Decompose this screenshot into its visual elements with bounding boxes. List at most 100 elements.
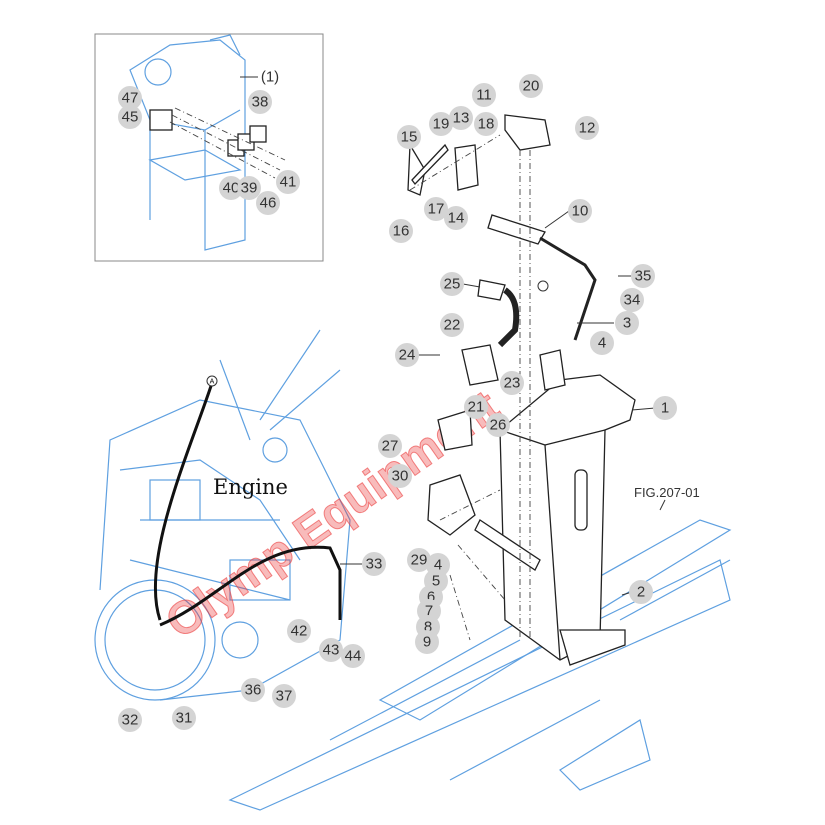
callout-circle: [362, 552, 386, 576]
callout-callouts-21[interactable]: 26: [486, 413, 510, 437]
callout-callouts-11[interactable]: 35: [631, 264, 655, 288]
callout-circle: [118, 105, 142, 129]
callout-circle: [474, 112, 498, 136]
callout-circle: [276, 170, 300, 194]
callout-callouts-16[interactable]: 4: [590, 331, 614, 355]
callout-circle: [444, 206, 468, 230]
callout-number: 45: [122, 109, 139, 126]
callout-circle: [464, 395, 488, 419]
callout-circle: [378, 434, 402, 458]
callout-number: 34: [624, 292, 641, 309]
callout-callouts-35[interactable]: 44: [341, 644, 365, 668]
callout-callouts-39[interactable]: 31: [172, 706, 196, 730]
callout-circle: [248, 90, 272, 114]
callout-circle: [118, 708, 142, 732]
throttle-cable: [153, 382, 214, 621]
callout-inset_callouts-6[interactable]: 46: [256, 191, 280, 215]
callout-callouts-31[interactable]: 9: [415, 630, 439, 654]
callout-callouts-23[interactable]: 30: [388, 464, 412, 488]
callout-callouts-14[interactable]: 3: [615, 311, 639, 335]
callout-callouts-38[interactable]: 32: [118, 708, 142, 732]
callout-circle: [590, 331, 614, 355]
callout-circle: [424, 197, 448, 221]
callout-circle: [500, 371, 524, 395]
callout-callouts-3[interactable]: 19: [429, 112, 453, 136]
callout-number: 19: [433, 116, 450, 133]
callout-number: 2: [637, 584, 645, 601]
callout-circle: [415, 630, 439, 654]
callout-callouts-17[interactable]: 24: [395, 343, 419, 367]
callout-callouts-36[interactable]: 36: [241, 678, 265, 702]
callout-callouts-12[interactable]: 34: [620, 288, 644, 312]
callout-circle: [241, 678, 265, 702]
callout-callouts-24[interactable]: 29: [407, 548, 431, 572]
callout-circle: [615, 311, 639, 335]
callout-callouts-37[interactable]: 37: [272, 684, 296, 708]
callout-callouts-19[interactable]: 21: [464, 395, 488, 419]
callout-callouts-7[interactable]: 17: [424, 197, 448, 221]
callout-callouts-1[interactable]: 11: [472, 83, 496, 107]
callout-callouts-25[interactable]: 33: [362, 552, 386, 576]
callout-circle: [397, 125, 421, 149]
callout-number: 35: [635, 268, 652, 285]
callout-callouts-18[interactable]: 23: [500, 371, 524, 395]
callout-callouts-2[interactable]: 12: [575, 116, 599, 140]
connector-a-marker: [206, 375, 218, 387]
callout-number: 43: [323, 642, 340, 659]
callout-circle: [118, 86, 142, 110]
callout-inset_callouts-3[interactable]: 41: [276, 170, 300, 194]
callout-inset_callouts-1[interactable]: 45: [118, 105, 142, 129]
callout-circle: [449, 106, 473, 130]
inset-frame: [94, 33, 324, 262]
callout-callouts-6[interactable]: 15: [397, 125, 421, 149]
callout-circle: [287, 619, 311, 643]
callout-number: 8: [424, 619, 432, 636]
callout-callouts-9[interactable]: 16: [389, 219, 413, 243]
callout-inset_callouts-4[interactable]: 40: [219, 176, 243, 200]
callout-number: 37: [276, 688, 293, 705]
callout-number: 39: [241, 180, 258, 197]
callout-inset_callouts-0[interactable]: 47: [118, 86, 142, 110]
callout-callouts-15[interactable]: 22: [440, 313, 464, 337]
callout-inset_callouts-2[interactable]: 38: [248, 90, 272, 114]
callout-number: 4: [434, 557, 442, 574]
lever-parts: [407, 114, 597, 536]
callout-circle: [219, 176, 243, 200]
callout-circle: [472, 83, 496, 107]
callout-circle: [256, 191, 280, 215]
callout-callouts-34[interactable]: 43: [319, 638, 343, 662]
callout-callouts-10[interactable]: 10: [568, 199, 592, 223]
callout-number: 20: [523, 78, 540, 95]
stop-cable: [159, 545, 342, 627]
connector-a-marker-2: [537, 280, 549, 292]
callout-number: 4: [598, 335, 606, 352]
callout-callouts-5[interactable]: 18: [474, 112, 498, 136]
callout-number: 15: [401, 129, 418, 146]
callout-number: 9: [423, 634, 431, 651]
callout-number: 3: [623, 315, 631, 332]
lever-stand: [474, 374, 636, 666]
callout-number: 21: [468, 399, 485, 416]
callout-callouts-8[interactable]: 14: [444, 206, 468, 230]
inset-reference: (1): [261, 69, 279, 86]
callout-number: 16: [393, 223, 410, 240]
callout-callouts-13[interactable]: 25: [440, 272, 464, 296]
callout-callouts-33[interactable]: 42: [287, 619, 311, 643]
callout-callouts-4[interactable]: 13: [449, 106, 473, 130]
callout-callouts-0[interactable]: 20: [519, 74, 543, 98]
callout-callouts-22[interactable]: 27: [378, 434, 402, 458]
callout-number: 33: [366, 556, 383, 573]
callout-number: 24: [399, 347, 416, 364]
callout-number: 5: [432, 573, 440, 590]
callout-number: 44: [345, 648, 362, 665]
fig-reference[interactable]: FIG.207-01: [634, 485, 700, 500]
callout-circle: [568, 199, 592, 223]
callout-number: 14: [448, 210, 465, 227]
callout-callouts-32[interactable]: 2: [629, 580, 653, 604]
callout-circle: [440, 313, 464, 337]
callout-inset_callouts-5[interactable]: 39: [237, 176, 261, 200]
callout-callouts-20[interactable]: 1: [653, 396, 677, 420]
callout-circle: [620, 288, 644, 312]
callout-circle: [575, 116, 599, 140]
